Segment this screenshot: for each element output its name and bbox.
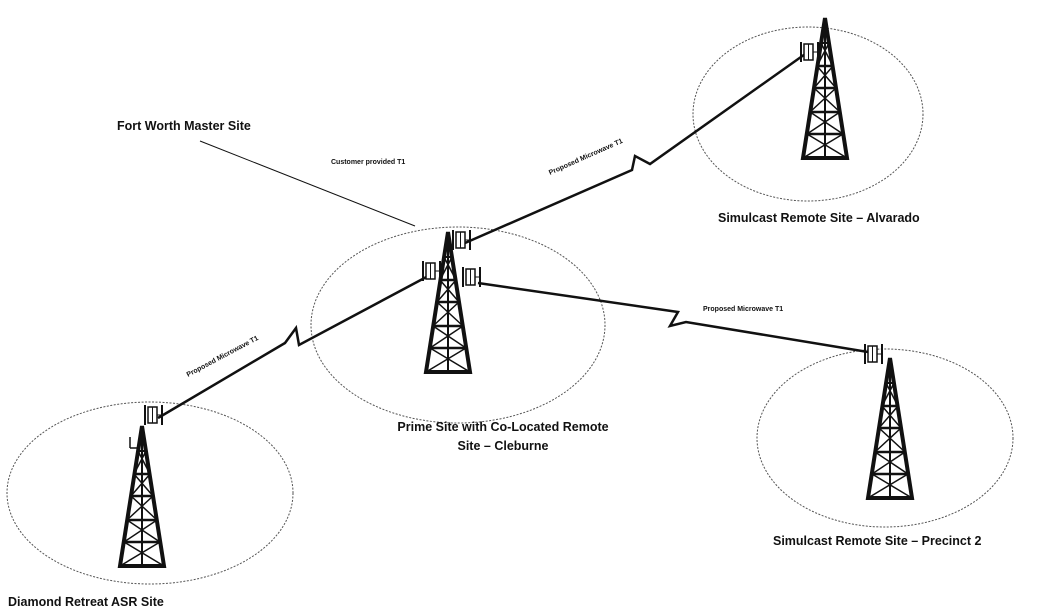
- mw-diamond-label: Proposed Microwave T1: [186, 335, 260, 379]
- mw-alvarado-label: Proposed Microwave T1: [548, 138, 624, 177]
- tower-icon-alvarado: [801, 16, 849, 160]
- dish-antenna-icon: [452, 229, 471, 251]
- mw-precinct-label: Proposed Microwave T1: [703, 306, 783, 313]
- dish-antenna-icon: [144, 404, 163, 426]
- coverage-area-cleburne: [310, 226, 606, 424]
- link-to-diamond: [157, 272, 433, 420]
- precinct2-site-label: Simulcast Remote Site – Precinct 2: [773, 534, 981, 548]
- dish-antenna-icon: [864, 343, 883, 365]
- master-site-label: Fort Worth Master Site: [117, 119, 251, 133]
- coverage-area-alvarado: [692, 26, 924, 202]
- dish-antenna-icon: [800, 41, 819, 63]
- tower-icon-diamond: [118, 424, 166, 568]
- cleburne-site-label-line2: Site – Cleburne: [458, 439, 549, 453]
- link-to-alvarado: [464, 50, 809, 245]
- dish-antenna-icon: [462, 266, 481, 288]
- tower-icon-cleburne: [424, 230, 472, 374]
- dish-antenna-icon: [422, 260, 441, 282]
- alvarado-site-label: Simulcast Remote Site – Alvarado: [718, 211, 920, 225]
- coverage-area-diamond: [6, 401, 294, 585]
- link-to-precinct2: [477, 281, 869, 354]
- customer-t1-label: Customer provided T1: [331, 159, 405, 166]
- coverage-area-precinct2: [756, 348, 1014, 528]
- diamond-site-label: Diamond Retreat ASR Site: [8, 595, 164, 609]
- tower-icon-precinct2: [866, 356, 914, 500]
- cleburne-site-label: Prime Site with Co-Located Remote: [397, 420, 608, 434]
- master-site-pointer: [199, 140, 416, 227]
